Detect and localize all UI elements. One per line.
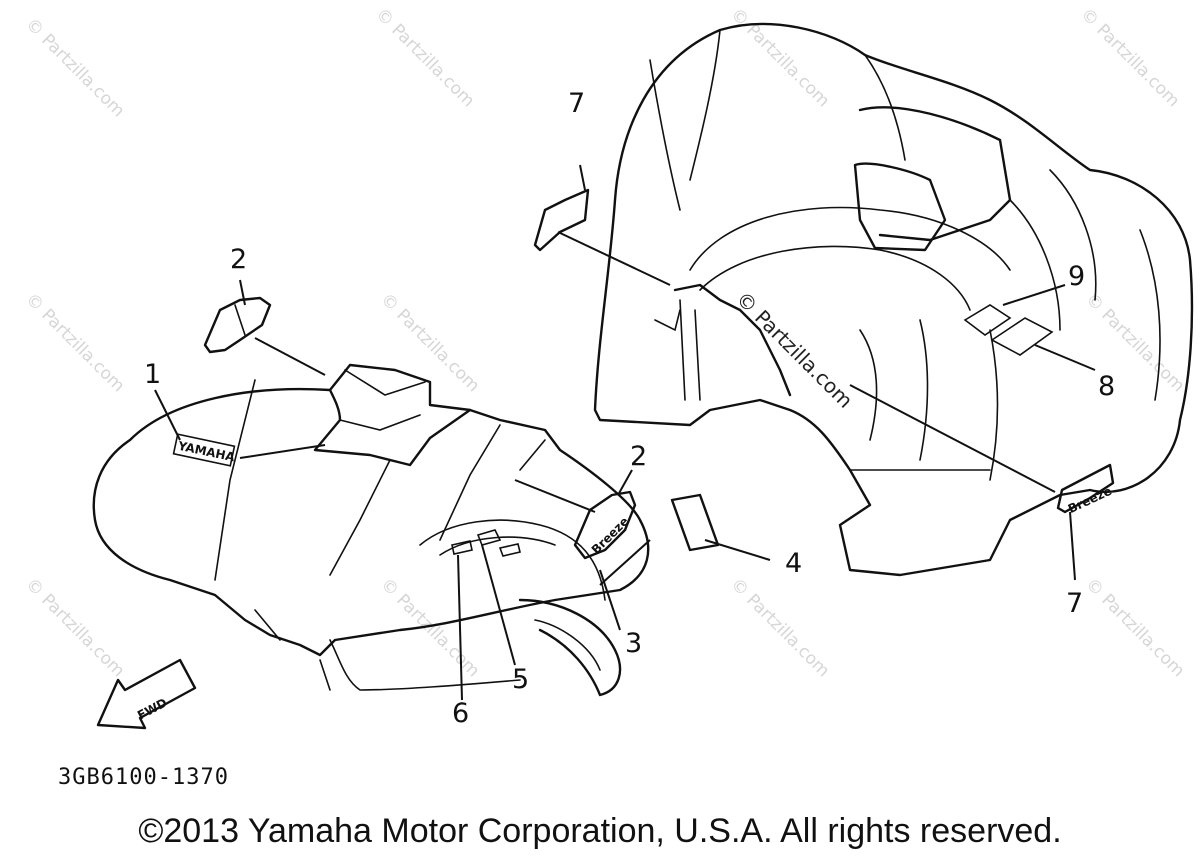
- decal-2-top: [203, 296, 272, 354]
- decal-9: [963, 304, 1012, 336]
- decal-8: [990, 317, 1054, 356]
- part-code: 3GB6100-1370: [58, 765, 229, 790]
- watermark: © Partzilla.com: [21, 289, 128, 396]
- callout-4: 4: [785, 548, 802, 579]
- watermark: © Partzilla.com: [726, 574, 833, 681]
- callout-2-top: 2: [230, 244, 247, 275]
- callout-1: 1: [144, 359, 161, 390]
- watermark: © Partzilla.com: [376, 289, 483, 396]
- fwd-label: FWD: [135, 695, 169, 722]
- watermark: © Partzilla.com: [376, 574, 483, 681]
- leader-lines: [154, 164, 1096, 701]
- decal-7-label: Breeze: [1066, 484, 1114, 516]
- callouts: 1 2 2 3 4 5 6 7 7 8 9: [144, 88, 1115, 729]
- watermark: © Partzilla.com: [21, 574, 128, 681]
- copyright-notice: ©2013 Yamaha Motor Corporation, U.S.A. A…: [138, 812, 1062, 850]
- watermark-center: © Partzilla.com: [731, 287, 857, 413]
- callout-6: 6: [452, 698, 469, 729]
- decal-7-top: [533, 188, 590, 252]
- callout-2-mid: 2: [630, 441, 647, 472]
- watermark: © Partzilla.com: [21, 14, 128, 121]
- callout-7-top: 7: [568, 88, 585, 119]
- watermark: © Partzilla.com: [1081, 574, 1188, 681]
- decal-1-yamaha: YAMAHA: [172, 433, 237, 467]
- callout-9: 9: [1068, 261, 1085, 292]
- front-fender: [92, 363, 650, 697]
- watermark: © Partzilla.com: [726, 4, 833, 111]
- callout-8: 8: [1098, 371, 1115, 402]
- watermark: © Partzilla.com: [1076, 4, 1183, 111]
- decal-2-label: Breeze: [589, 514, 632, 557]
- watermark: © Partzilla.com: [371, 4, 478, 111]
- callout-7-rear: 7: [1066, 588, 1083, 619]
- callout-5: 5: [512, 664, 529, 695]
- callout-3: 3: [625, 628, 642, 659]
- decal-5-6: [451, 529, 521, 557]
- rear-fender: [593, 22, 1194, 577]
